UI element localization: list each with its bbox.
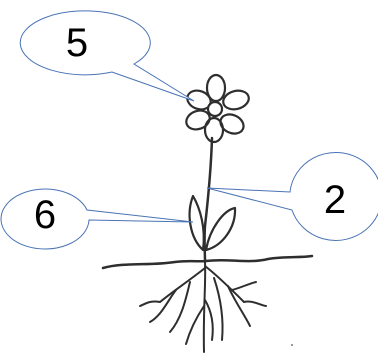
root xyxy=(204,265,245,303)
callout-5-label: 5 xyxy=(66,21,88,65)
callout-5: 5 xyxy=(19,10,195,102)
ground-line xyxy=(101,254,314,270)
callout-2-bubble xyxy=(206,151,378,241)
callout-2-label: 2 xyxy=(324,178,346,222)
petal xyxy=(219,113,245,135)
petal xyxy=(222,89,250,111)
callout-6-label: 6 xyxy=(34,193,56,237)
speck xyxy=(291,344,293,346)
root xyxy=(243,300,267,307)
root xyxy=(204,299,214,341)
petal xyxy=(203,116,225,144)
plant-drawing xyxy=(101,73,314,353)
roots xyxy=(139,261,267,353)
stem xyxy=(203,136,214,264)
root xyxy=(169,281,191,333)
callout-2: 2 xyxy=(206,151,378,241)
leaf-right xyxy=(204,206,237,252)
flower xyxy=(185,73,250,144)
root xyxy=(227,285,251,327)
root xyxy=(139,300,161,307)
root xyxy=(159,267,206,303)
leaf-left xyxy=(188,194,205,252)
root xyxy=(213,277,224,341)
root xyxy=(231,281,257,291)
callout-6: 6 xyxy=(0,188,194,250)
flower-center xyxy=(206,100,224,118)
petal xyxy=(185,109,211,131)
root xyxy=(185,305,205,345)
callout-5-bubble xyxy=(19,10,195,102)
root xyxy=(149,289,177,323)
callout-6-bubble xyxy=(0,188,194,250)
